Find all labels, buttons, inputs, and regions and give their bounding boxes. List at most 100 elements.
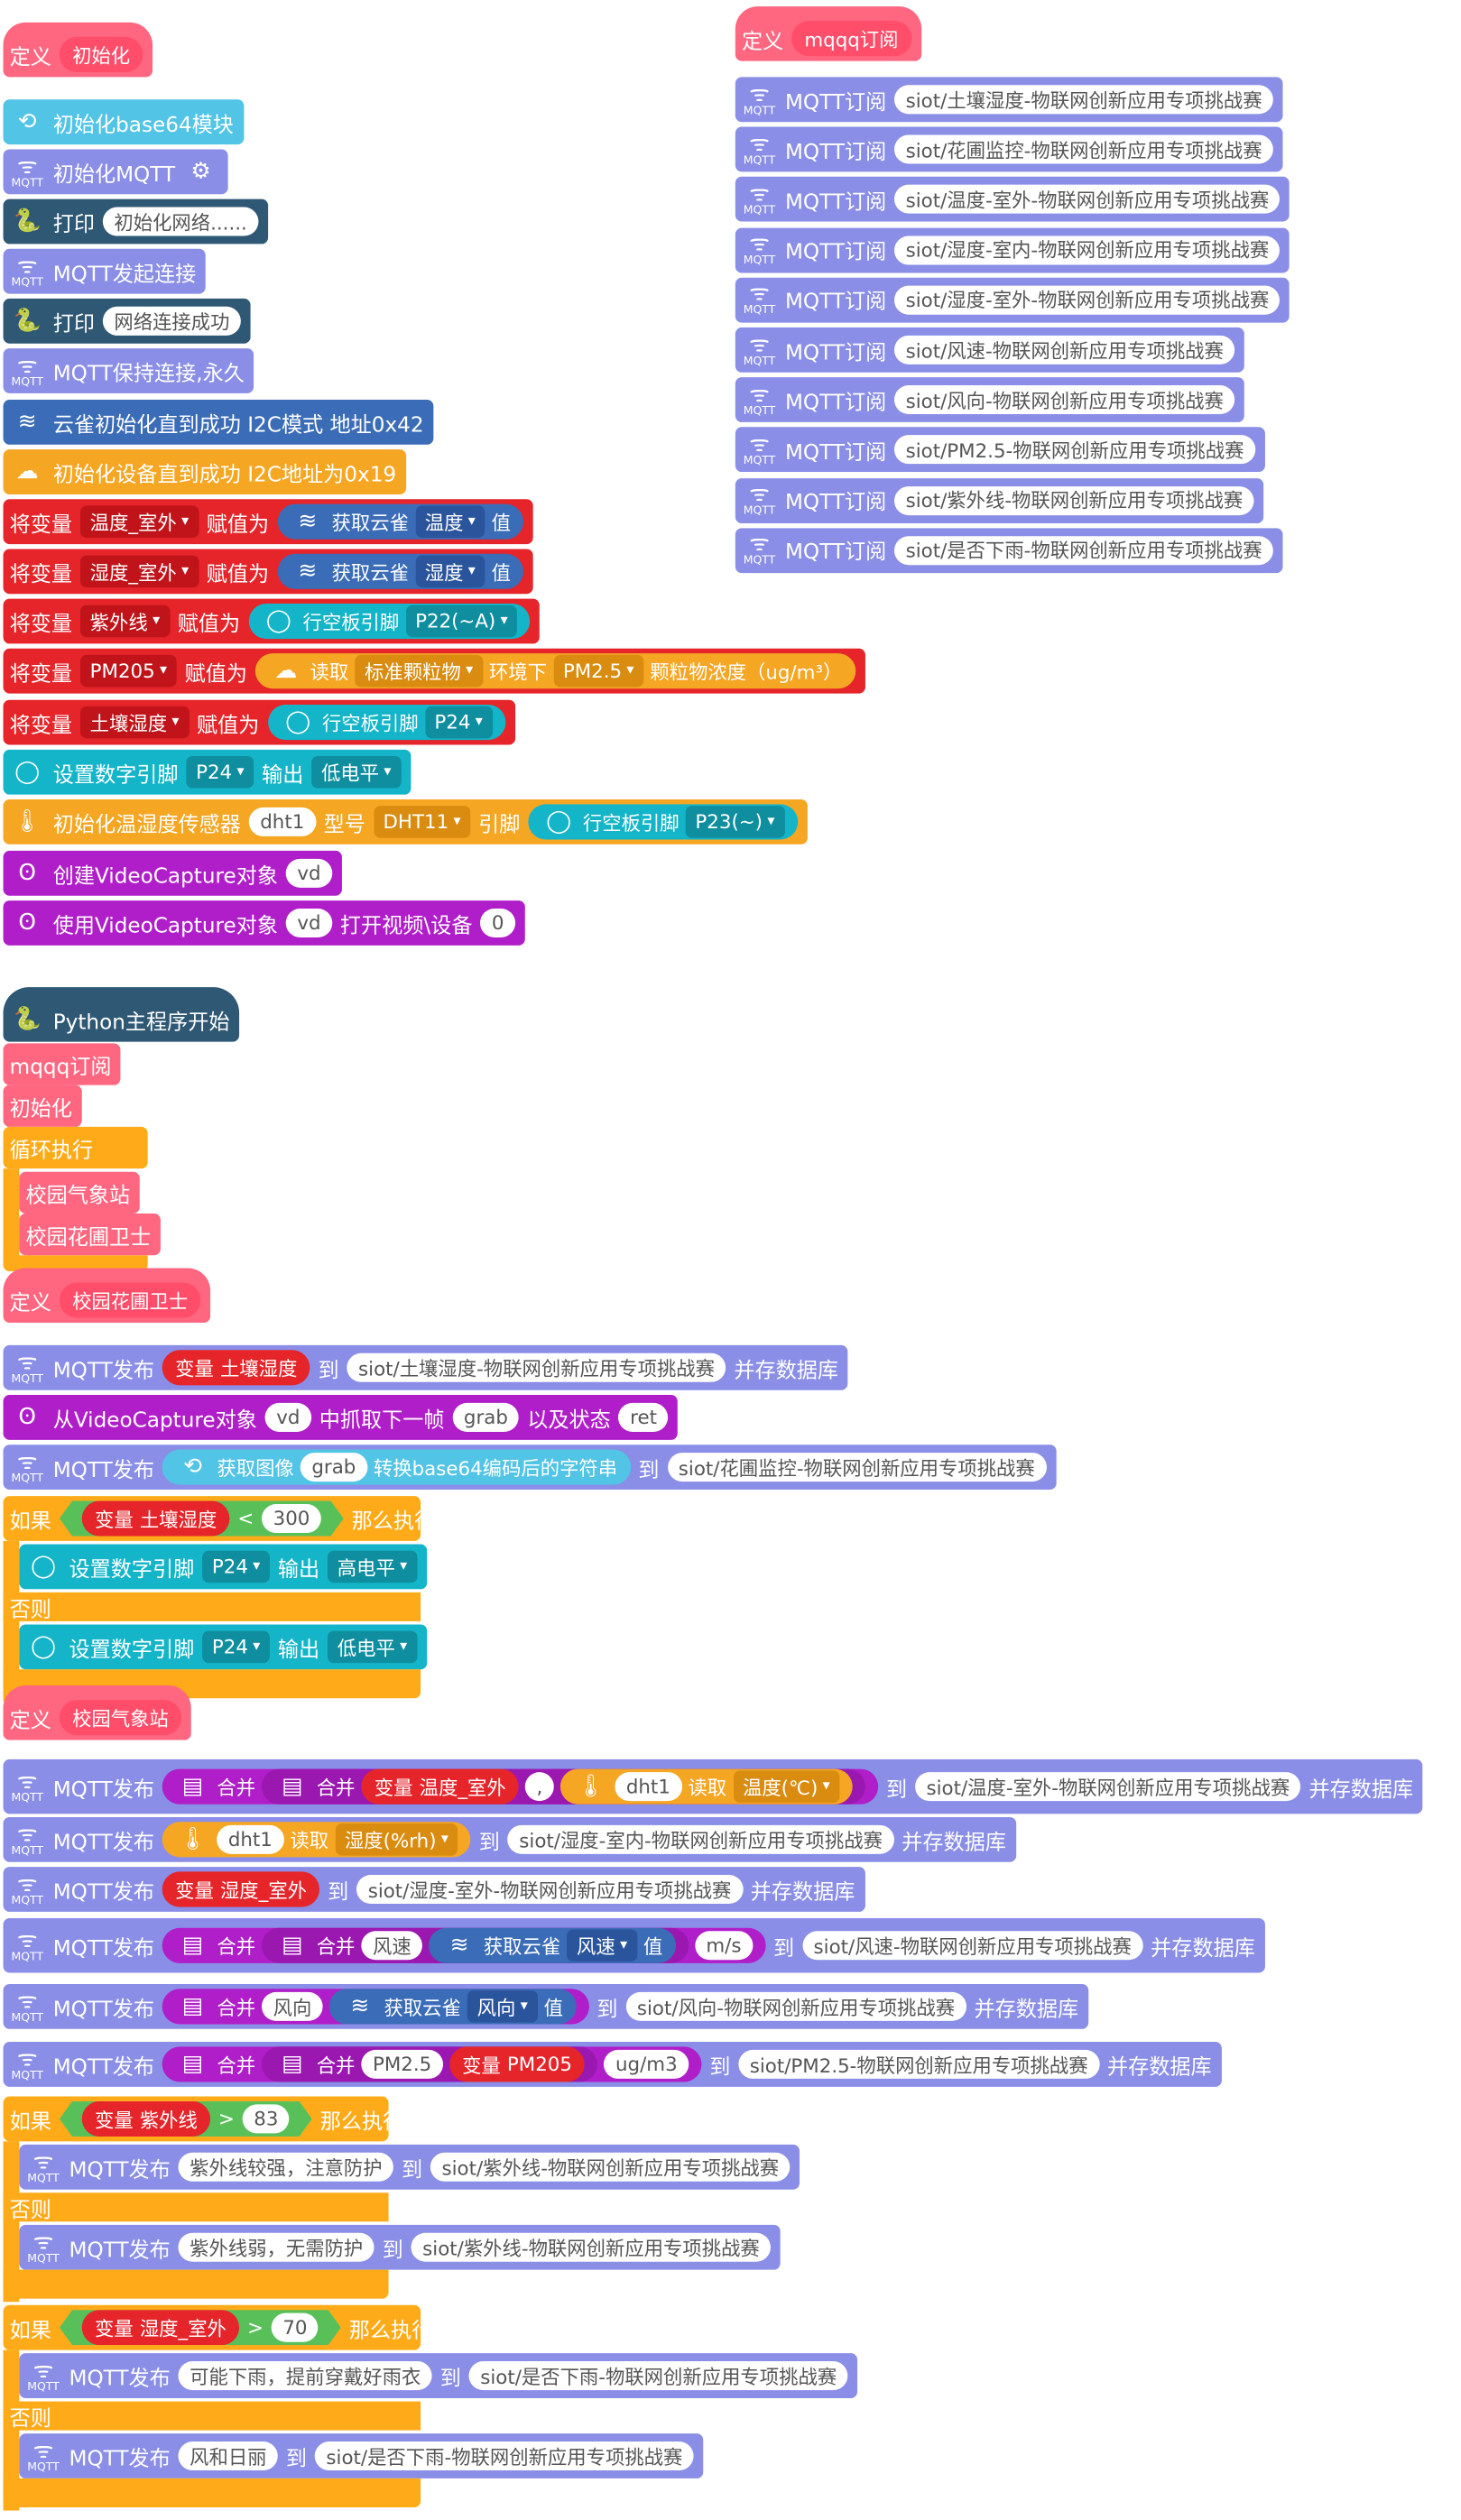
loop-forever[interactable]: 循环执行 bbox=[3, 1126, 148, 1169]
call-garden[interactable]: 校园花圃卫士 bbox=[19, 1213, 161, 1256]
merge-reporter[interactable]: ▤ 合并 ▤ 合并 变量 温度_室外 , 🌡 dht1 读取 温度(℃) bbox=[162, 1768, 879, 1805]
field-dropdown[interactable]: 风向 bbox=[467, 1990, 538, 2023]
var-dropdown[interactable]: PM205 bbox=[79, 654, 177, 688]
reporter-dht-read[interactable]: 🌡 dht1 读取 湿度(%rh) bbox=[162, 1822, 471, 1858]
python-main-hat[interactable]: 🐍 Python主程序开始 bbox=[3, 987, 240, 1042]
dht-name-field[interactable]: dht1 bbox=[248, 807, 316, 836]
grab-field[interactable]: grab bbox=[300, 1453, 367, 1482]
comma-field[interactable]: , bbox=[525, 1772, 554, 1802]
topic-field[interactable]: siot/风速-物联网创新应用专项挑战赛 bbox=[802, 1931, 1143, 1961]
topic-field[interactable]: siot/是否下雨-物联网创新应用专项挑战赛 bbox=[314, 2442, 694, 2471]
dht-name-field[interactable]: dht1 bbox=[615, 1772, 682, 1802]
field-dropdown[interactable]: 温度 bbox=[415, 505, 485, 538]
var-reporter[interactable]: 变量 温度_室外 bbox=[361, 1768, 519, 1805]
topic-field[interactable]: siot/紫外线-物联网创新应用专项挑战赛 bbox=[411, 2232, 772, 2262]
grab-field[interactable]: grab bbox=[452, 1402, 520, 1432]
vc-name-field[interactable]: vd bbox=[264, 1402, 311, 1432]
topic-field[interactable]: siot/湿度-室内-物联网创新应用专项挑战赛 bbox=[894, 235, 1281, 264]
compare-block[interactable]: 变量 土壤湿度 < 300 bbox=[60, 1500, 344, 1536]
block-print-1[interactable]: 🐍 打印 初始化网络...... bbox=[3, 198, 268, 245]
block-print-2[interactable]: 🐍 打印 网络连接成功 bbox=[3, 298, 251, 344]
field-dropdown[interactable]: 湿度 bbox=[415, 555, 485, 588]
print-string[interactable]: 网络连接成功 bbox=[102, 306, 241, 336]
call-sub[interactable]: mqqq订阅 bbox=[3, 1043, 122, 1085]
label-field[interactable]: PM2.5 bbox=[361, 2049, 443, 2079]
reporter-yunque[interactable]: ≋ 获取云雀 风速 值 bbox=[429, 1927, 676, 1963]
model-dropdown[interactable]: DHT11 bbox=[373, 806, 471, 838]
block-set-var-uv[interactable]: 将变量 紫外线 赋值为 ◯ 行空板引脚 P22(~A) bbox=[3, 598, 541, 644]
topic-field[interactable]: siot/湿度-室内-物联网创新应用专项挑战赛 bbox=[507, 1824, 894, 1854]
topic-field[interactable]: siot/是否下雨-物联网创新应用专项挑战赛 bbox=[894, 535, 1274, 565]
var-dropdown[interactable]: 温度_室外 bbox=[79, 505, 199, 538]
block-init-base64[interactable]: ⟲ 初始化base64模块 bbox=[3, 99, 244, 145]
reporter-pin[interactable]: ◯ 行空板引脚 P23(~) bbox=[528, 804, 798, 840]
topic-field[interactable]: siot/是否下雨-物联网创新应用专项挑战赛 bbox=[468, 2361, 848, 2391]
merge-reporter[interactable]: ▤ 合并 ▤ 合并 风速 ≋ 获取云雀 风速 值 m/s bbox=[162, 1927, 766, 1963]
reporter-dht-read[interactable]: 🌡 dht1 读取 温度(℃) bbox=[559, 1768, 853, 1805]
reporter-yunque-temp[interactable]: ≋ 获取云雀 温度 值 bbox=[277, 503, 524, 540]
message-field[interactable]: 紫外线弱，无需防护 bbox=[178, 2232, 374, 2262]
var-reporter[interactable]: 变量 土壤湿度 bbox=[82, 1500, 230, 1536]
define-init-hat[interactable]: 定义 初始化 bbox=[3, 22, 153, 78]
vc-device-field[interactable]: 0 bbox=[480, 908, 515, 937]
message-field[interactable]: 风和日丽 bbox=[178, 2442, 279, 2471]
reporter-pm-read[interactable]: ☁ 读取 标准颗粒物 环境下 PM2.5 颗粒物浓度（ug/m³） bbox=[254, 653, 855, 689]
merge-reporter-inner[interactable]: ▤ 合并 PM2.5 变量 PM205 bbox=[262, 2046, 598, 2082]
if-soil[interactable]: 如果 变量 土壤湿度 < 300 那么执行 bbox=[3, 1496, 435, 1541]
topic-field[interactable]: siot/紫外线-物联网创新应用专项挑战赛 bbox=[430, 2152, 791, 2182]
pin-dropdown[interactable]: P24 bbox=[186, 755, 254, 789]
threshold-field[interactable]: 70 bbox=[272, 2313, 319, 2342]
message-field[interactable]: 紫外线较强，注意防护 bbox=[178, 2152, 394, 2182]
merge-reporter[interactable]: ▤ 合并 ▤ 合并 PM2.5 变量 PM205 ug/m3 bbox=[162, 2046, 702, 2082]
level-dropdown[interactable]: 高电平 bbox=[328, 1550, 417, 1583]
topic-field[interactable]: siot/PM2.5-物联网创新应用专项挑战赛 bbox=[894, 435, 1255, 465]
dht-name-field[interactable]: dht1 bbox=[217, 1824, 284, 1854]
var-dropdown[interactable]: 土壤湿度 bbox=[79, 706, 190, 739]
var-reporter[interactable]: 变量 PM205 bbox=[448, 2046, 586, 2082]
merge-reporter-inner[interactable]: ▤ 合并 变量 温度_室外 , 🌡 dht1 读取 温度(℃) bbox=[262, 1768, 865, 1805]
block-set-var-pm[interactable]: 将变量 PM205 赋值为 ☁ 读取 标准颗粒物 环境下 PM2.5 颗粒物浓度… bbox=[3, 648, 865, 694]
topic-field[interactable]: siot/湿度-室外-物联网创新应用专项挑战赛 bbox=[356, 1874, 743, 1905]
block-set-var-hum[interactable]: 将变量 湿度_室外 赋值为 ≋ 获取云雀 湿度 值 bbox=[3, 549, 533, 595]
print-string[interactable]: 初始化网络...... bbox=[102, 207, 259, 236]
block-set-digital-low[interactable]: ◯ 设置数字引脚 P24 输出 低电平 bbox=[19, 1624, 427, 1670]
field-dropdown[interactable]: 风速 bbox=[567, 1929, 637, 1962]
block-set-digital-high[interactable]: ◯ 设置数字引脚 P24 输出 高电平 bbox=[19, 1544, 427, 1590]
var-reporter[interactable]: 变量 土壤湿度 bbox=[162, 1350, 310, 1386]
block-set-var-temp[interactable]: 将变量 温度_室外 赋值为 ≋ 获取云雀 温度 值 bbox=[3, 499, 533, 545]
unit-field[interactable]: m/s bbox=[694, 1931, 753, 1961]
define-sub-hat[interactable]: 定义 mqqq订阅 bbox=[735, 6, 921, 61]
level-dropdown[interactable]: 低电平 bbox=[311, 755, 402, 789]
var-reporter[interactable]: 变量 湿度_室外 bbox=[162, 1871, 320, 1907]
pm-dropdown[interactable]: PM2.5 bbox=[553, 654, 644, 688]
topic-field[interactable]: siot/风速-物联网创新应用专项挑战赛 bbox=[894, 335, 1235, 365]
compare-block[interactable]: 变量 紫外线 > 83 bbox=[60, 2101, 312, 2137]
if-uv[interactable]: 如果 变量 紫外线 > 83 那么执行 bbox=[3, 2096, 403, 2142]
block-vc-create[interactable]: ʘ 创建VideoCapture对象 vd bbox=[3, 850, 342, 896]
threshold-field[interactable]: 83 bbox=[243, 2104, 290, 2133]
ret-field[interactable]: ret bbox=[618, 1402, 669, 1432]
var-dropdown[interactable]: 紫外线 bbox=[79, 605, 170, 638]
vc-name-field[interactable]: vd bbox=[285, 858, 332, 888]
var-reporter[interactable]: 变量 湿度_室外 bbox=[82, 2310, 239, 2345]
reporter-yunque-hum[interactable]: ≋ 获取云雀 湿度 值 bbox=[277, 553, 524, 589]
